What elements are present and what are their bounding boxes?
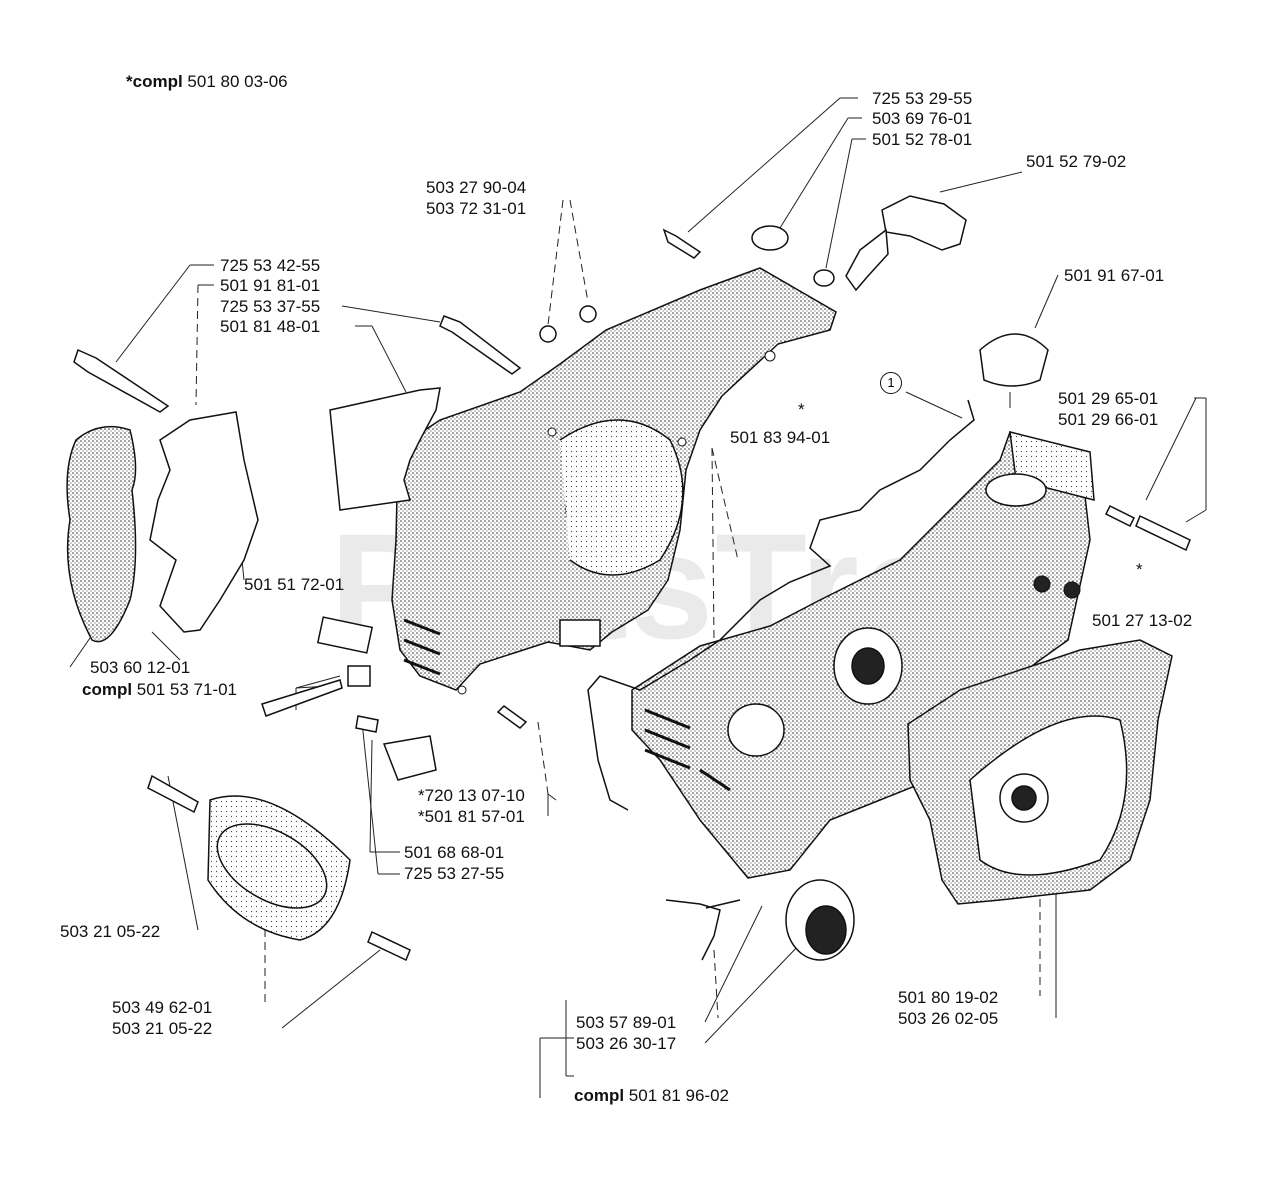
bolts: [73, 228, 1191, 962]
assembly-note: *compl 501 80 03-06: [126, 72, 288, 92]
leader-lines: [69, 97, 1207, 1098]
part-label: 501 83 94-01: [730, 428, 831, 447]
part-label: 503 21 05-22: [112, 1019, 213, 1038]
part-label: 503 57 89-01: [576, 1013, 677, 1032]
asterisk-mark: *: [798, 400, 805, 419]
part-label: *501 81 57-01: [418, 807, 525, 826]
asterisk-mark: *: [1136, 560, 1143, 579]
callout-number: 1: [880, 372, 902, 394]
part-label: 501 51 72-01: [244, 575, 345, 594]
gasket: [587, 399, 975, 811]
part-label: 725 53 29-55: [872, 89, 973, 108]
fan-cover: [907, 639, 1173, 905]
part-label: 503 72 31-01: [426, 199, 527, 218]
part-label: 501 68 68-01: [404, 843, 505, 862]
part-label: 501 81 48-01: [220, 317, 321, 336]
compl-prefix: compl: [82, 680, 133, 699]
part-label: 501 80 19-02: [898, 988, 999, 1007]
part-label: 503 27 90-04: [426, 178, 527, 197]
part-label: 501 91 81-01: [220, 276, 321, 295]
assembly-note-prefix: *compl: [126, 72, 183, 91]
part-label: *720 13 07-10: [418, 786, 525, 805]
part-label: 503 60 12-01: [90, 658, 191, 677]
compl-label: compl 501 81 96-02: [574, 1086, 729, 1106]
part-label: 725 53 42-55: [220, 256, 321, 275]
right-crankcase-half: [403, 431, 1095, 879]
chain-guard-plate: [66, 411, 259, 643]
left-crankcase-half: [391, 267, 837, 695]
part-label: 503 26 30-17: [576, 1034, 677, 1053]
part-label: 501 29 66-01: [1058, 410, 1159, 429]
part-label: 501 27 13-02: [1092, 611, 1193, 630]
part-label: 501 29 65-01: [1058, 389, 1159, 408]
compl-prefix: compl: [574, 1086, 625, 1105]
chain-guide-plate: [329, 387, 441, 511]
part-label: 503 21 05-22: [60, 922, 161, 941]
handle-bar: [845, 195, 967, 292]
compl-number: 501 81 96-02: [628, 1086, 729, 1105]
part-label: 503 49 62-01: [112, 998, 213, 1017]
small-parts: [207, 225, 1049, 961]
assembly-note-number: 501 80 03-06: [187, 72, 288, 91]
compl-label: compl 501 53 71-01: [82, 680, 237, 700]
part-label: 725 53 37-55: [220, 297, 321, 316]
part-label: 501 91 67-01: [1064, 266, 1165, 285]
compl-number: 501 53 71-01: [136, 680, 237, 699]
part-label: 501 52 78-01: [872, 130, 973, 149]
part-label: 503 26 02-05: [898, 1009, 999, 1028]
part-label: 503 69 76-01: [872, 109, 973, 128]
part-label: 501 52 79-02: [1026, 152, 1127, 171]
part-label: 725 53 27-55: [404, 864, 505, 883]
